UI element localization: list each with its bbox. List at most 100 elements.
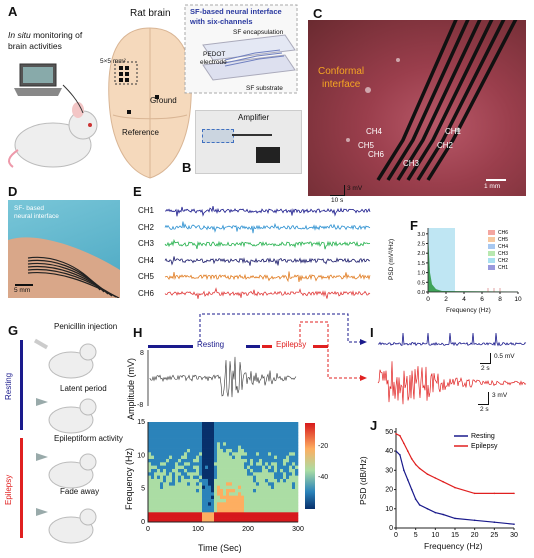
j-point-epilepsy [410, 457, 413, 460]
heatmap-cell [211, 512, 215, 516]
heatmap-cell [253, 475, 257, 479]
heatmap-cell [289, 518, 293, 523]
heatmap-cell [196, 475, 200, 479]
heatmap-cell [166, 452, 170, 456]
heatmap-cell [160, 428, 164, 433]
heatmap-cell [169, 458, 173, 463]
heatmap-cell [163, 498, 167, 503]
heatmap-cell [181, 508, 185, 513]
heatmap-cell [292, 452, 296, 456]
heatmap-cell [196, 448, 200, 453]
heatmap-cell [184, 518, 188, 523]
heatmap-cell [220, 468, 224, 473]
heatmap-cell [148, 512, 152, 516]
heatmap-cell [223, 512, 227, 516]
heatmap-cell [223, 445, 227, 449]
heatmap-cell [295, 468, 299, 473]
heatmap-cell [271, 428, 275, 433]
heatmap-cell [208, 448, 212, 453]
heatmap-cell [160, 452, 164, 456]
heatmap-cell [262, 498, 266, 503]
heatmap-cell [259, 432, 263, 436]
heatmap-cell [241, 518, 245, 523]
heatmap-cell [172, 428, 176, 433]
heatmap-cell [163, 492, 167, 496]
heatmap-cell [202, 495, 206, 499]
heatmap-cell [148, 485, 152, 489]
heatmap-cell [274, 508, 278, 513]
sf-encapsulation-label: SF encapsulation [233, 29, 284, 36]
heatmap-cell [262, 448, 266, 453]
heatmap-cell [148, 505, 152, 509]
heatmap-cell [217, 515, 221, 519]
heatmap-cell [202, 445, 206, 449]
heatmap-cell [148, 435, 152, 439]
heatmap-cell [286, 452, 290, 456]
heatmap-cell [271, 442, 275, 446]
heatmap-cell [289, 488, 293, 493]
epilepsy-zoom-trace [377, 361, 527, 405]
heatmap-cell [253, 428, 257, 433]
callout-subtitle: with six-channels [190, 17, 253, 26]
heatmap-cell [211, 435, 215, 439]
heatmap-cell [211, 492, 215, 496]
scale-label-e-v: 3 mV [347, 185, 363, 192]
h-time-label: Time (Sec) [198, 543, 242, 553]
heatmap-cell [274, 492, 278, 496]
heatmap-cell [280, 518, 284, 523]
heatmap-cell [214, 492, 218, 496]
heatmap-cell [280, 498, 284, 503]
heatmap-cell [220, 422, 224, 426]
heatmap-cell [232, 475, 236, 479]
heatmap-cell [181, 442, 185, 446]
heatmap-cell [232, 445, 236, 449]
heatmap-cell [244, 428, 248, 433]
heatmap-cell [211, 442, 215, 446]
heatmap-cell [172, 518, 176, 523]
heatmap-cell [238, 482, 242, 486]
heatmap-cell [211, 422, 215, 426]
heatmap-cell [151, 425, 155, 429]
heatmap-cell [256, 518, 260, 523]
heatmap-cell [253, 472, 257, 476]
heatmap-cell [268, 518, 272, 523]
heatmap-cell [247, 425, 251, 429]
step-penicillin: Penicillin injection [54, 322, 118, 331]
heatmap-cell [241, 425, 245, 429]
heatmap-cell [256, 422, 260, 426]
heatmap-cell [223, 518, 227, 523]
heatmap-cell [292, 432, 296, 436]
heatmap-cell [271, 482, 275, 486]
heatmap-cell [190, 505, 194, 509]
heatmap-cell [232, 515, 236, 519]
heatmap-cell [292, 495, 296, 499]
heatmap-cell [238, 488, 242, 493]
heatmap-cell [184, 422, 188, 426]
heatmap-cell [181, 448, 185, 453]
heatmap-cell [223, 515, 227, 519]
heatmap-cell [187, 452, 191, 456]
heatmap-cell [172, 422, 176, 426]
heatmap-cell [154, 445, 158, 449]
heatmap-cell [286, 432, 290, 436]
heatmap-cell [199, 515, 203, 519]
heatmap-cell [214, 428, 218, 433]
heatmap-cell [247, 468, 251, 473]
heatmap-cell [274, 428, 278, 433]
heatmap-cell [193, 512, 197, 516]
heatmap-cell [241, 502, 245, 506]
heatmap-cell [214, 448, 218, 453]
heatmap-cell [151, 495, 155, 499]
j-xtick-label-4: 20 [471, 532, 479, 539]
heatmap-cell [211, 475, 215, 479]
f-legend-swatch-2 [488, 244, 495, 249]
heatmap-cell [208, 475, 212, 479]
heatmap-cell [244, 432, 248, 436]
heatmap-cell [280, 455, 284, 459]
heatmap-cell [232, 455, 236, 459]
f-ytick-label-3: 1.5 [417, 261, 425, 267]
heatmap-cell [250, 455, 254, 459]
heatmap-cell [166, 515, 170, 519]
heatmap-cell [169, 465, 173, 469]
heatmap-cell [148, 455, 152, 459]
